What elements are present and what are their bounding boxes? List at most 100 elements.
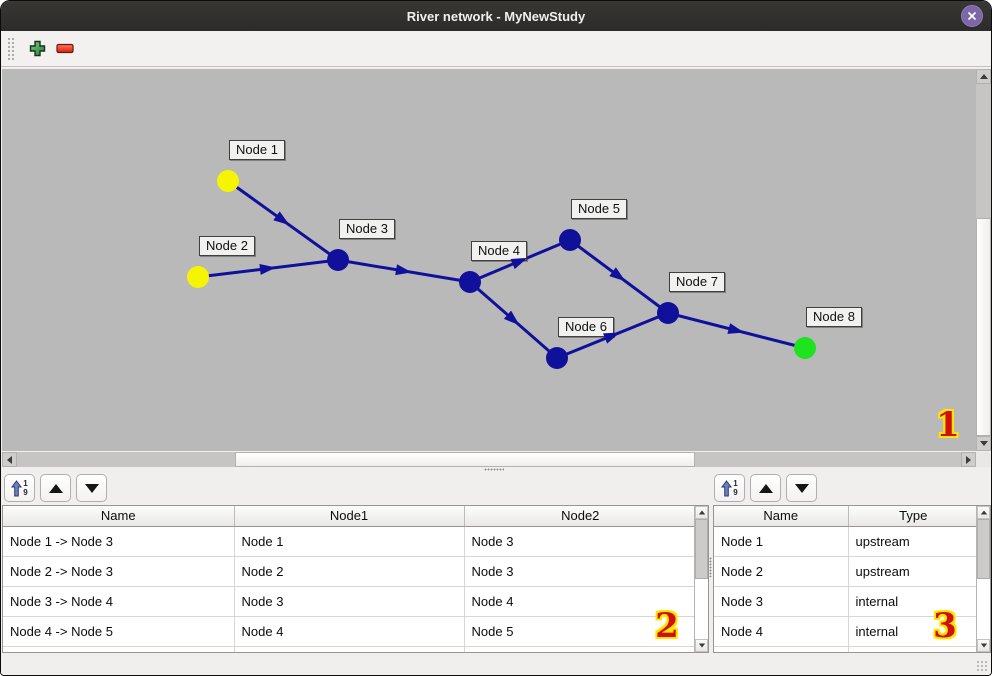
scroll-down-button[interactable] <box>977 639 990 652</box>
column-header-node1[interactable]: Node1 <box>234 506 465 527</box>
node-node-7[interactable] <box>657 302 679 324</box>
table-cell[interactable]: internal <box>848 586 978 617</box>
table-cell[interactable]: Node 1 <box>234 526 465 557</box>
splitter-grip-icon <box>709 557 712 577</box>
node-node-8[interactable] <box>794 337 816 359</box>
column-header-type[interactable]: Type <box>848 506 978 527</box>
main-toolbar <box>1 31 991 67</box>
column-header-name[interactable]: Name <box>714 506 849 527</box>
scroll-left-button[interactable] <box>2 452 17 467</box>
scrollbar-thumb[interactable] <box>695 519 708 579</box>
vertical-splitter[interactable] <box>709 471 712 653</box>
down-arrow-icon <box>84 483 99 493</box>
reach-edge[interactable] <box>556 311 669 360</box>
status-bar <box>1 653 991 675</box>
add-button[interactable] <box>23 35 51 63</box>
canvas-vertical-scrollbar[interactable] <box>976 69 991 451</box>
close-button[interactable] <box>961 5 983 27</box>
table-cell[interactable]: Node 2 <box>234 556 465 587</box>
node-node-3[interactable] <box>327 249 349 271</box>
titlebar[interactable]: River network - MyNewStudy <box>1 1 991 31</box>
left-arrow-icon <box>7 455 12 464</box>
column-header-node2[interactable]: Node2 <box>464 506 696 527</box>
up-arrow-icon <box>980 510 987 515</box>
scroll-down-button[interactable] <box>976 436 991 451</box>
node-node-4[interactable] <box>459 271 481 293</box>
reach-edge[interactable] <box>227 179 339 262</box>
scrollbar-corner <box>976 452 991 467</box>
sort-button[interactable]: 1 9 <box>4 474 35 502</box>
remove-button[interactable] <box>51 35 79 63</box>
table-cell[interactable]: Node 5 <box>464 616 696 647</box>
reach-edge[interactable] <box>469 238 571 284</box>
node-node-1[interactable] <box>217 170 239 192</box>
table-cell[interactable]: Node 4 <box>234 616 465 647</box>
table-cell[interactable]: Node 3 <box>464 556 696 587</box>
scroll-up-button[interactable] <box>977 506 990 519</box>
scroll-up-button[interactable] <box>976 69 991 84</box>
table-cell[interactable]: Node 4 -> Node 5 <box>3 616 235 647</box>
splitter-grip-icon <box>484 468 504 471</box>
reach-edge[interactable] <box>337 258 471 284</box>
table-cell[interactable]: Node 4 <box>714 616 849 647</box>
reaches-table-scrollbar[interactable] <box>694 506 708 652</box>
empty-cell <box>234 646 465 652</box>
column-header-name[interactable]: Name <box>3 506 235 527</box>
toolbar-drag-handle[interactable] <box>7 36 15 61</box>
resize-grip[interactable] <box>976 660 988 672</box>
empty-row <box>714 646 978 652</box>
reach-edge[interactable] <box>667 311 806 350</box>
scrollbar-thumb[interactable] <box>977 519 990 579</box>
scrollbar-thumb[interactable] <box>976 218 991 436</box>
table-cell[interactable]: Node 3 -> Node 4 <box>3 586 235 617</box>
node-node-2[interactable] <box>187 266 209 288</box>
nodes-table-scrollbar[interactable] <box>976 506 990 652</box>
table-cell[interactable]: Node 3 <box>714 586 849 617</box>
move-down-button[interactable] <box>76 474 107 502</box>
table-cell[interactable]: Node 1 -> Node 3 <box>3 526 235 557</box>
move-down-button[interactable] <box>786 474 817 502</box>
reach-edge[interactable] <box>469 280 558 360</box>
table-cell[interactable]: upstream <box>848 556 978 587</box>
table-cell[interactable]: Node 1 <box>714 526 849 557</box>
table-cell[interactable]: Node 2 <box>714 556 849 587</box>
table-cell[interactable]: Node 4 <box>464 586 696 617</box>
table-cell[interactable]: Node 2 -> Node 3 <box>3 556 235 587</box>
scrollbar-thumb[interactable] <box>235 452 695 467</box>
sort-digit-top: 1 <box>733 478 738 488</box>
table-cell[interactable]: Node 3 <box>234 586 465 617</box>
table-cell[interactable]: Node 3 <box>464 526 696 557</box>
move-up-button[interactable] <box>750 474 781 502</box>
up-arrow-icon <box>698 510 705 515</box>
horizontal-splitter[interactable] <box>1 468 991 471</box>
table-cell[interactable]: upstream <box>848 526 978 557</box>
reach-edge[interactable] <box>197 258 339 279</box>
reach-edge[interactable] <box>569 238 669 315</box>
sort-digit-bottom: 9 <box>23 487 28 497</box>
node-node-6[interactable] <box>546 347 568 369</box>
sort-button[interactable]: 1 9 <box>714 474 745 502</box>
scroll-up-button[interactable] <box>695 506 708 519</box>
scroll-down-button[interactable] <box>695 639 708 652</box>
sort-digit-bottom: 9 <box>733 487 738 497</box>
move-up-button[interactable] <box>40 474 71 502</box>
scroll-right-button[interactable] <box>961 452 976 467</box>
canvas-horizontal-scrollbar[interactable] <box>2 452 976 467</box>
sort-digit-top: 1 <box>23 478 28 488</box>
down-arrow-icon <box>979 441 988 446</box>
table-cell[interactable]: internal <box>848 616 978 647</box>
node-node-5[interactable] <box>559 229 581 251</box>
